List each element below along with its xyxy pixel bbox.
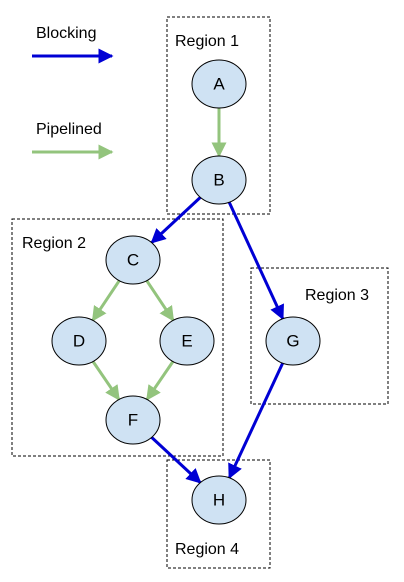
node-f: F xyxy=(105,395,161,445)
edge-c-e-pipelined xyxy=(145,279,175,322)
node-a-circle xyxy=(191,59,247,109)
node-d: D xyxy=(51,316,107,366)
regions: Region 1 Region 2 Region 3 Region 4 xyxy=(11,16,389,569)
node-g: G xyxy=(265,316,321,366)
edge-f-h-blocking xyxy=(150,436,202,484)
node-a: A xyxy=(191,59,247,109)
edges xyxy=(91,108,285,484)
node-d-label: D xyxy=(73,332,85,351)
node-e: E xyxy=(159,316,215,366)
node-e-label: E xyxy=(181,332,192,351)
node-g-label: G xyxy=(286,332,299,351)
node-e-circle xyxy=(159,316,215,366)
node-h-circle xyxy=(191,475,247,525)
edge-b-c-blocking xyxy=(150,196,202,244)
node-c-circle xyxy=(105,235,161,285)
region-4-label: Region 4 xyxy=(175,541,239,558)
node-h: H xyxy=(191,475,247,525)
legend: Blocking Pipelined xyxy=(32,25,114,160)
edge-e-f-pipelined xyxy=(145,360,175,401)
edge-b-g-blocking xyxy=(227,201,285,321)
region-1-box xyxy=(166,16,271,215)
region-1-label: Region 1 xyxy=(175,33,239,50)
node-b: B xyxy=(191,155,247,205)
edge-c-d-pipelined xyxy=(91,279,121,322)
node-a-label: A xyxy=(213,75,225,94)
node-f-circle xyxy=(105,395,161,445)
legend-blocking-label: Blocking xyxy=(36,25,96,42)
node-f-label: F xyxy=(128,411,138,430)
node-b-label: B xyxy=(213,171,224,190)
node-b-circle xyxy=(191,155,247,205)
nodes: A B C D E F G H xyxy=(51,59,321,525)
node-h-label: H xyxy=(213,491,225,510)
region-2-label: Region 2 xyxy=(22,235,86,252)
region-3-label: Region 3 xyxy=(305,287,369,304)
node-d-circle xyxy=(51,316,107,366)
edge-d-f-pipelined xyxy=(91,360,121,401)
legend-pipelined-label: Pipelined xyxy=(36,121,102,138)
node-g-circle xyxy=(265,316,321,366)
node-c: C xyxy=(105,235,161,285)
region-4-box xyxy=(166,459,271,569)
region-3-box xyxy=(250,267,389,405)
region-2-box xyxy=(11,218,224,457)
edge-g-h-blocking xyxy=(227,362,285,480)
node-c-label: C xyxy=(127,251,139,270)
